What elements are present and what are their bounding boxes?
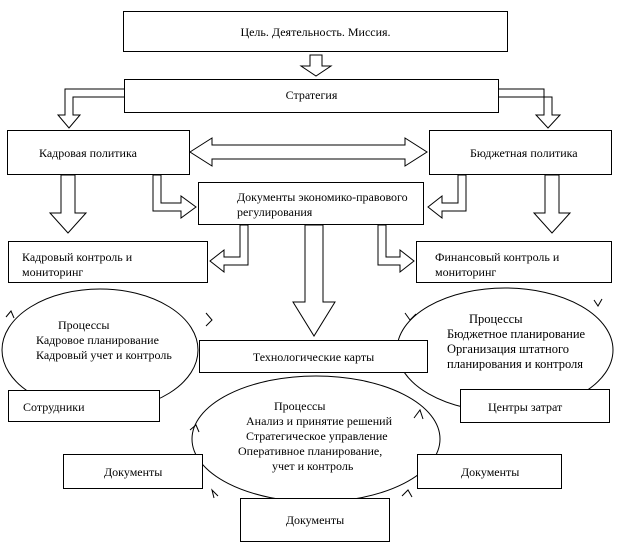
cycle-arrowhead-icon (404, 312, 417, 321)
cycle-arrowhead-icon (189, 424, 200, 433)
financial-control-line: Финансовый контроль и (435, 250, 560, 264)
documents-right-box: Документы (417, 454, 562, 489)
budget-policy-label: Бюджетная политика (470, 146, 578, 160)
cycle-arrowhead-icon (593, 298, 603, 307)
financial-control-box: Финансовый контроль и мониторинг (416, 241, 612, 283)
hr-processes-item: Кадровое планирование (36, 333, 159, 347)
policies-double-arrow (189, 137, 428, 167)
center-processes-item: Анализ и принятие решений (246, 414, 393, 428)
hr-policy-to-documents-arrow (152, 174, 197, 219)
budget-policy-to-documents-arrow (427, 174, 467, 220)
documents-bottom-box: Документы (240, 498, 390, 542)
hr-control-line: Кадровый контроль и (22, 250, 133, 264)
budget-processes-item: Организация штатного (447, 342, 570, 356)
hr-processes-text: Процессы Кадровое планирование Кадровый … (36, 318, 172, 363)
cycle-arrowhead-icon (205, 312, 213, 327)
tech-cards-box: Технологические карты (199, 340, 428, 373)
budget-processes-item: Бюджетное планирование (447, 327, 586, 341)
budget-policy-box: Бюджетная политика (429, 130, 612, 175)
hr-processes-title: Процессы (58, 318, 110, 332)
employees-box: Сотрудники (8, 390, 160, 422)
mission-to-strategy-arrow (299, 54, 333, 77)
hr-control-line: мониторинг (22, 265, 84, 279)
hr-control-box: Кадровый контроль и мониторинг (8, 241, 208, 283)
hr-processes-item: Кадровый учет и контроль (36, 348, 172, 362)
cost-centers-label: Центры затрат (488, 400, 563, 414)
cycle-arrowhead-icon (401, 489, 413, 498)
budget-processes-text: Процессы Бюджетное планирование Организа… (447, 312, 585, 372)
financial-control-line: мониторинг (435, 265, 497, 279)
center-processes-item: Оперативное планирование, (238, 444, 383, 458)
documents-bottom-label: Документы (285, 513, 345, 527)
budget-processes-title: Процессы (469, 312, 523, 326)
documents-regulation-line: регулирования (237, 205, 313, 219)
center-processes-text: Процессы Анализ и принятие решений Страт… (238, 399, 392, 474)
hr-policy-to-control-arrow (48, 174, 88, 234)
cost-centers-box: Центры затрат (460, 389, 610, 423)
cycle-arrowhead-icon (413, 408, 424, 420)
tech-cards-label: Технологические карты (252, 350, 375, 364)
documents-regulation-box: Документы экономико-правового регулирова… (198, 182, 424, 225)
cycle-arrowhead-icon (5, 310, 15, 319)
documents-to-tech-cards-arrow (292, 224, 336, 337)
hr-policy-box: Кадровая политика (7, 130, 190, 175)
strategy-to-budget-arrow (496, 88, 562, 129)
strategy-label: Стратегия (285, 88, 338, 102)
strategy-to-hr-arrow (56, 88, 126, 129)
documents-left-box: Документы (63, 454, 203, 489)
mission-box: Цель. Деятельность. Миссия. (123, 11, 508, 52)
mission-label: Цель. Деятельность. Миссия. (240, 25, 391, 39)
budget-processes-item: планирования и контроля (447, 357, 584, 371)
center-processes-item: учет и контроль (272, 459, 354, 473)
documents-regulation-line: Документы экономико-правового (237, 190, 408, 204)
center-processes-title: Процессы (274, 399, 326, 413)
cycle-arrowhead-icon (211, 488, 219, 499)
documents-right-label: Документы (461, 465, 520, 479)
center-processes-item: Стратегическое управление (246, 429, 388, 443)
hr-policy-label: Кадровая политика (39, 146, 137, 160)
employees-label: Сотрудники (23, 400, 85, 414)
documents-to-financial-control-arrow (377, 224, 415, 274)
strategy-box: Стратегия (124, 79, 499, 113)
budget-to-financial-control-arrow (532, 174, 572, 234)
documents-to-hr-control-arrow (209, 224, 249, 274)
documents-left-label: Документы (104, 465, 163, 479)
